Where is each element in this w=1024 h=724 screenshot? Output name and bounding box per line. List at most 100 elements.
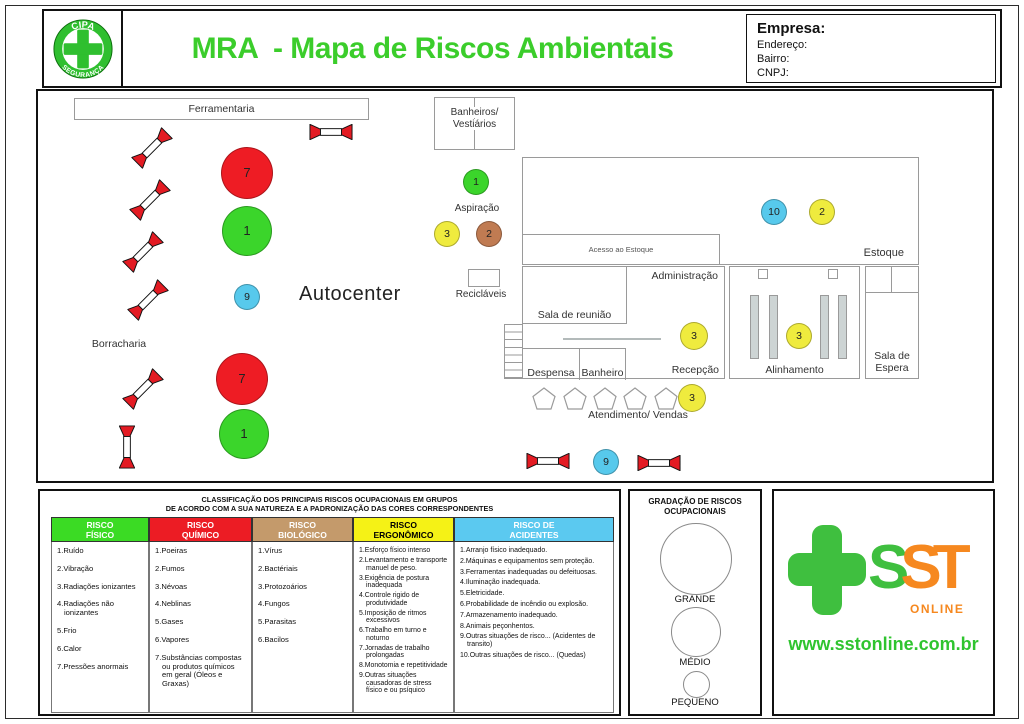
- sst-website-link[interactable]: www.sstonline.com.br: [788, 634, 979, 654]
- legend-item: 2.Máquinas e equipamentos sem proteção.: [460, 557, 595, 565]
- risk-circle-acidentes: 9: [593, 449, 619, 475]
- company-field-empresa: Empresa:: [757, 20, 826, 37]
- chair-icon: [593, 387, 617, 410]
- legend-item: 4.Controle rigido de produtividade: [359, 592, 420, 607]
- risk-circle-ergonomico: 3: [434, 221, 460, 247]
- legend-item: 4.Radiações não ionizantes: [57, 599, 114, 618]
- risk-column-list: 1.Esforço físico intenso 2.Levantamento e…: [353, 542, 454, 713]
- legend-item: 6.Trabalho em turno e noturno: [359, 627, 427, 642]
- risk-circle-fisico: 1: [219, 409, 269, 459]
- risk-column-title-line2: ACIDENTES: [509, 530, 559, 540]
- alignment-rack-bar: [750, 295, 759, 359]
- risk-column-title-line1: RISCO: [289, 520, 316, 530]
- corridor-acesso-estoque: Acesso ao Estoque: [522, 234, 720, 265]
- reciclaveis-bin: [468, 269, 500, 287]
- car-lift-icon: [122, 231, 164, 273]
- legend-item: 4.Neblinas: [155, 599, 191, 609]
- risk-column-title-line1: RISCO: [390, 520, 417, 530]
- area-label-autocenter: Autocenter: [299, 283, 401, 305]
- car-lift-icon: [637, 454, 681, 472]
- risk-column-title-line2: QUÍMICO: [181, 530, 220, 540]
- sst-branding-panel: SST ONLINE www.sstonline.com.br: [772, 489, 995, 716]
- chair-icon: [563, 387, 587, 410]
- legend-item: 3.Névoas: [155, 581, 188, 591]
- legend-item: 8.Animais peçonhentos.: [460, 622, 535, 630]
- classification-title-line1: CLASSIFICAÇÃO DOS PRINCIPAIS RISCOS OCUP…: [201, 495, 458, 504]
- legend-item: 3.Ferramentas inadequadas ou defeituosas…: [460, 568, 597, 576]
- legend-item: 5.Imposição de ritmos excessivos: [359, 609, 427, 625]
- company-field-endereco: Endereço:: [757, 39, 808, 51]
- chair-icon: [532, 387, 556, 410]
- legend-item: 5.Parasitas: [258, 617, 296, 627]
- legend-item: 7.Jornadas de trabalho prolongadas: [359, 644, 430, 660]
- legend-item: 2.Vibração: [57, 563, 94, 573]
- gradation-circle-pequeno: [682, 671, 710, 698]
- room-label: Administração: [651, 270, 718, 282]
- legend-item: 6.Bacilos: [258, 634, 289, 644]
- room-label: Banheiros/: [449, 107, 500, 118]
- legend-item: 4.Iluminação inadequada.: [460, 579, 541, 587]
- legend-item: 1.Esforço físico intenso: [359, 547, 431, 554]
- cipa-safety-cross-icon: CIPA SEGURANÇA: [52, 18, 113, 79]
- page-title: MRA - Mapa de Riscos Ambientais: [191, 31, 674, 65]
- room-label: Ferramentaria: [188, 103, 255, 115]
- room-banheiros-vestiarios: Banheiros/ Vestiários: [434, 97, 515, 150]
- legend-item: 5.Frio: [57, 625, 77, 635]
- sst-logo-text: SST: [868, 533, 971, 602]
- legend-item: 1.Poeiras: [155, 546, 188, 555]
- company-field-bairro: Bairro:: [757, 53, 790, 65]
- legend-item: 7.Substâncias compostas ou produtos quím…: [155, 652, 242, 689]
- area-label-borracharia: Borracharia: [91, 338, 147, 350]
- room-sala-de-espera: Sala de Espera: [865, 266, 919, 379]
- risk-circle-acidentes: 10: [761, 199, 787, 225]
- chair-icon: [623, 387, 647, 410]
- room-administracao: Administração Sala de reunião Despensa B…: [522, 266, 725, 380]
- area-label-reciclaveis: Recicláveis: [455, 289, 507, 300]
- car-lift-icon: [309, 123, 353, 141]
- company-field-cnpj: CNPJ:: [757, 67, 789, 79]
- legend-item: 3.Exigência de postura inadequada: [359, 574, 430, 590]
- risk-column-title-line2: ERGONÔMICO: [373, 530, 434, 540]
- risk-circle-ergonomico: 2: [809, 199, 835, 225]
- legend-item: 2.Levantamento e transporte manuel de pe…: [359, 557, 448, 572]
- room-alinhamento: Alinhamento: [729, 266, 860, 379]
- room-label: Alinhamento: [765, 364, 824, 376]
- alignment-rack-bar: [838, 295, 847, 359]
- stairs-icon: [504, 324, 523, 379]
- risk-column-list: 1.Ruído 2.Vibração 3.Radiações ionizantes 4…: [51, 542, 149, 713]
- legend-item: 3.Radiações ionizantes: [57, 581, 136, 591]
- room-label: Vestiários: [451, 119, 498, 130]
- legend-item: 9.Outras situações de risco... (Acidente…: [460, 633, 596, 649]
- room-ferramentaria: Ferramentaria: [74, 98, 369, 120]
- legend-item: 2.Bactériais: [258, 563, 298, 573]
- risk-circle-biologico: 2: [476, 221, 502, 247]
- counter: [866, 267, 918, 293]
- corridor-label: Acesso ao Estoque: [588, 245, 654, 254]
- risk-circle-fisico: 1: [222, 206, 272, 256]
- risk-column-title-line1: RISCO: [187, 520, 214, 530]
- risk-circle-fisico: 1: [463, 169, 489, 195]
- svg-text:CIPA: CIPA: [69, 19, 95, 31]
- risk-circle-ergonomico: 3: [680, 322, 708, 350]
- gradation-title-line1: GRADAÇÃO DE RISCOS: [648, 497, 742, 506]
- chair-icon: [654, 387, 678, 410]
- legend-item: 6.Calor: [57, 643, 82, 653]
- car-lift-icon: [526, 452, 570, 470]
- gradation-circle-grande: [660, 523, 732, 595]
- sst-cross-icon: [788, 525, 866, 615]
- gradation-circle-médio: [671, 607, 721, 657]
- header: CIPA SEGURANÇA MRA - Mapa de Riscos Ambi…: [42, 9, 1002, 88]
- legend-item: 1.Ruído: [57, 546, 84, 555]
- legend-item: 8.Monotomia e repetitividade: [359, 662, 448, 669]
